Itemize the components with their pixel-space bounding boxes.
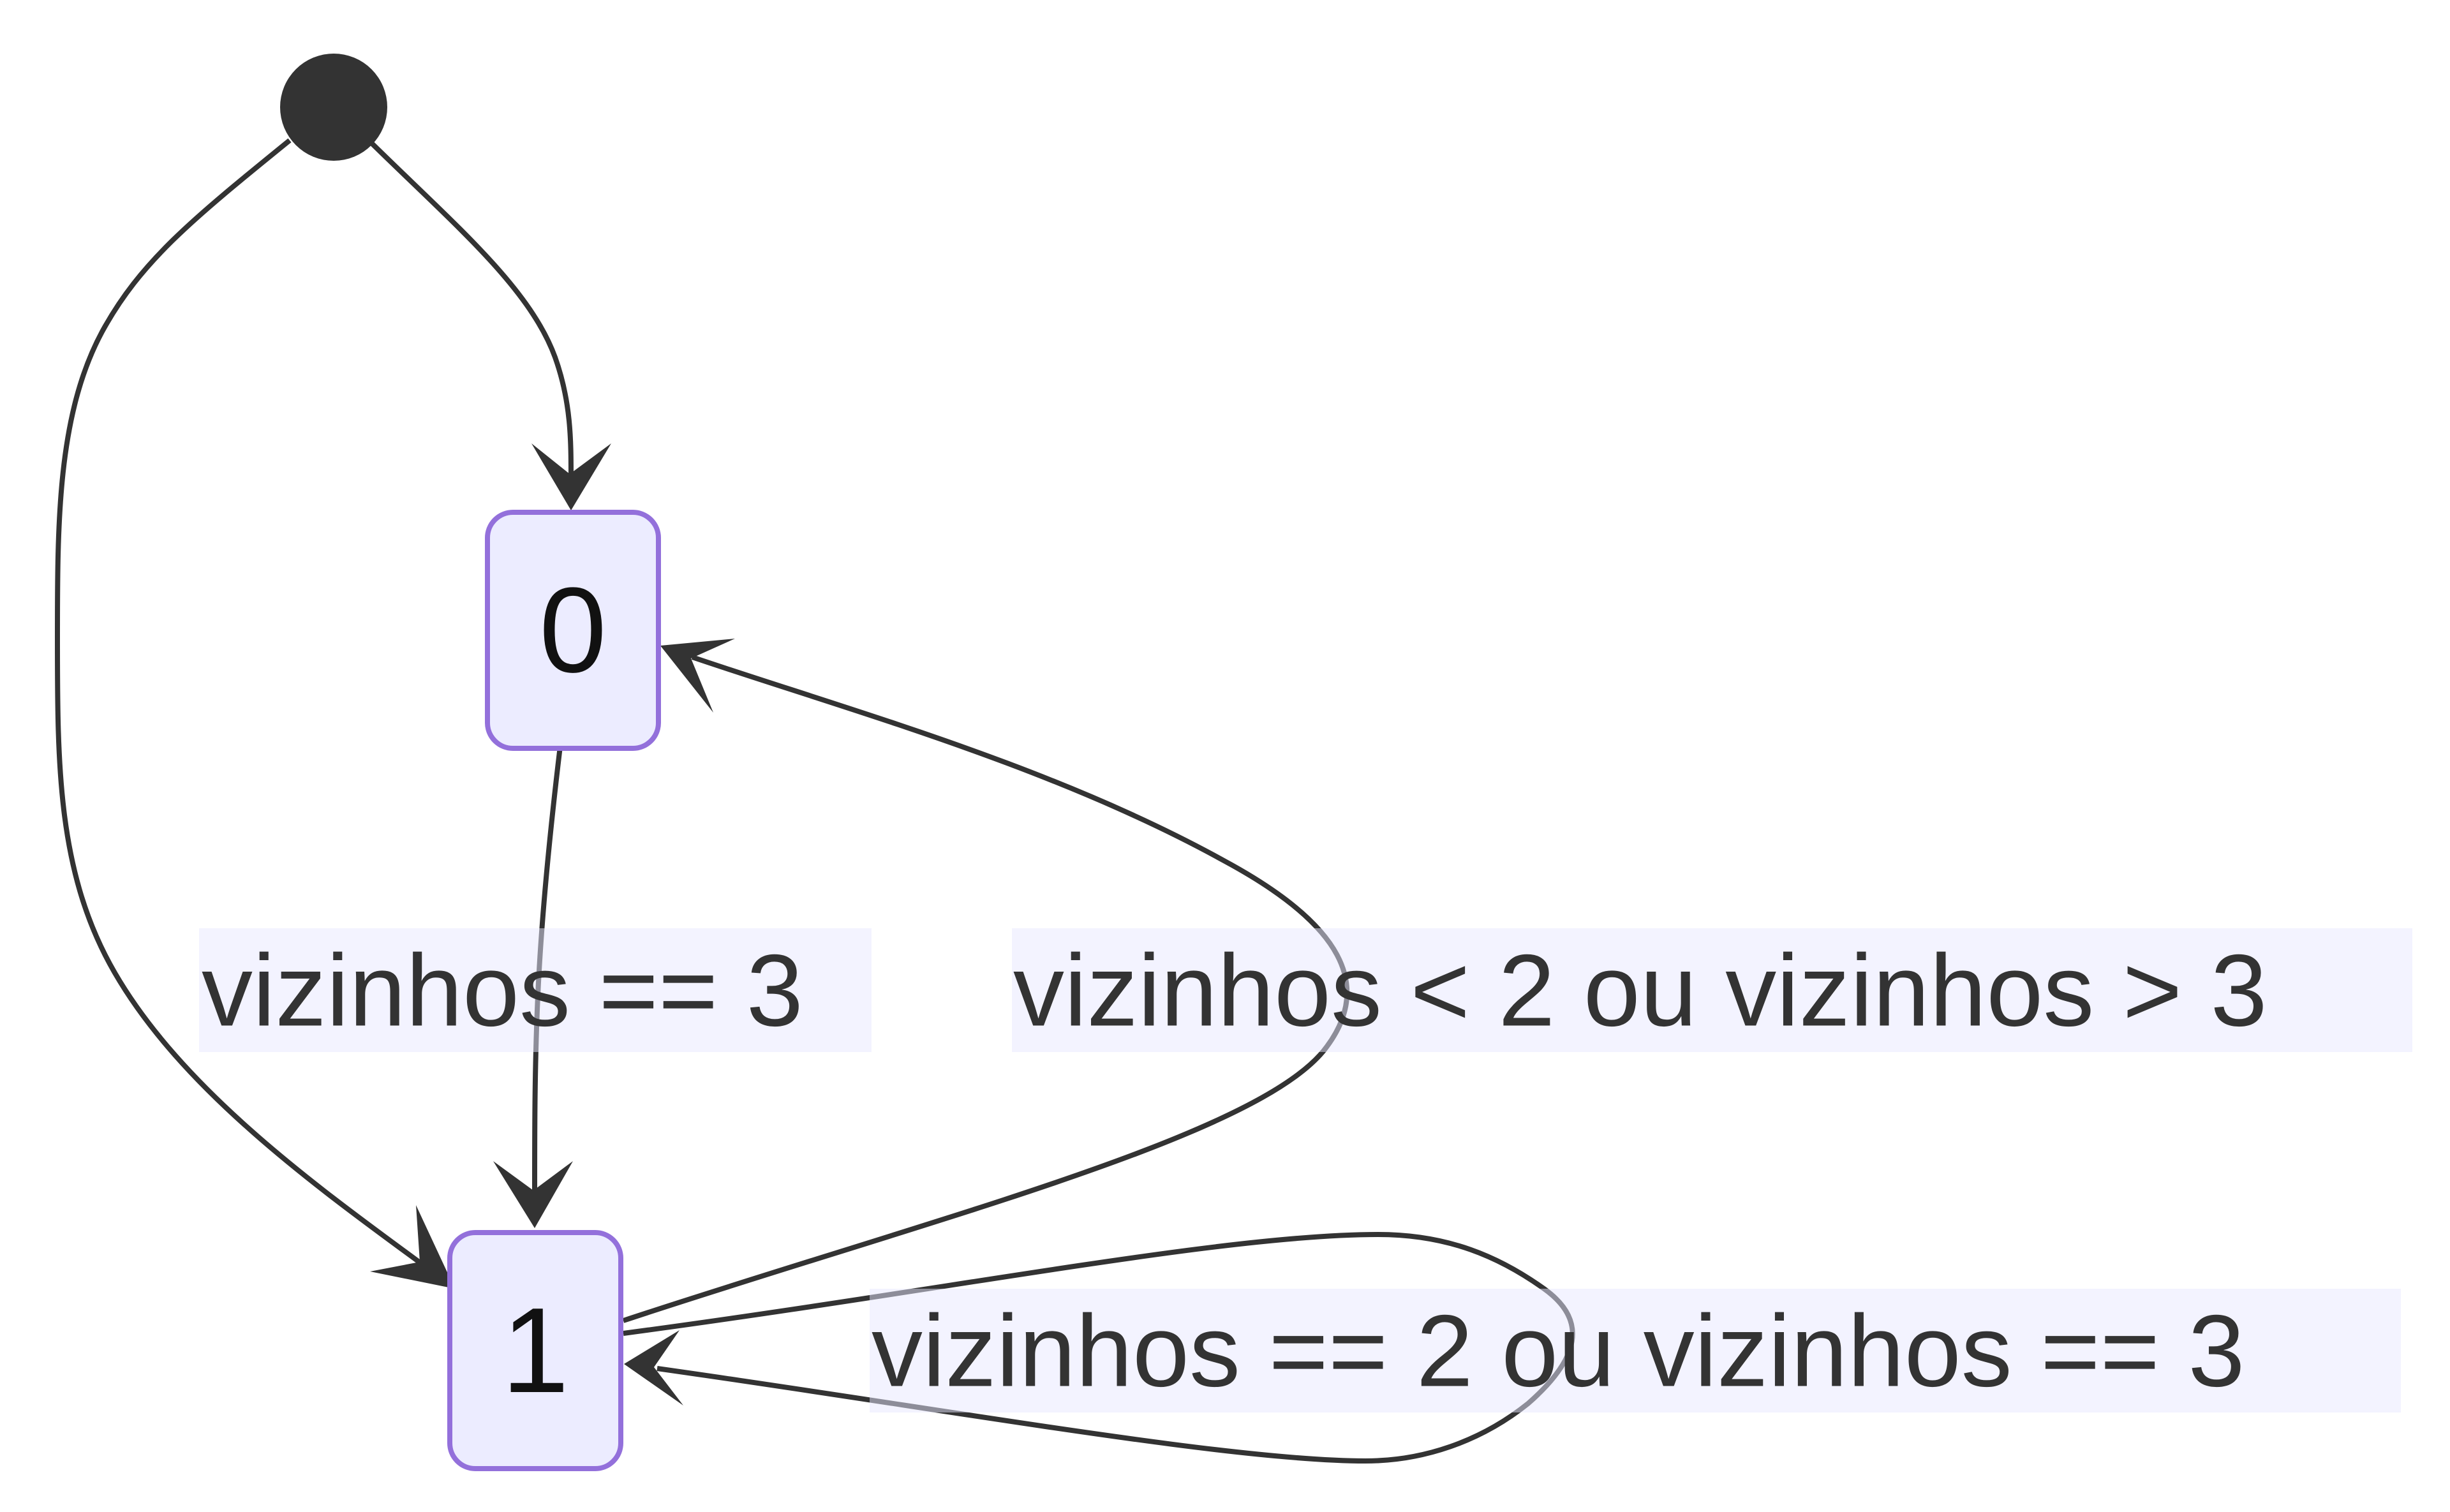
state-label-1: 1 (501, 1283, 569, 1418)
arrowhead-1-to-0 (660, 639, 735, 713)
state-label-0: 0 (539, 563, 607, 698)
edge-label-bg-1-to-1 (870, 1289, 2401, 1412)
state-node-0[interactable]: 0 (485, 510, 661, 751)
arrowhead-1-to-1 (624, 1330, 683, 1405)
edge-label-1-to-1: vizinhos == 2 ou vizinhos == 3 (870, 1289, 2401, 1412)
arrowhead-start-to-0 (531, 443, 611, 510)
edge-label-text-1-to-0: vizinhos < 2 ou vizinhos > 3 (1013, 933, 2268, 1048)
state-node-1[interactable]: 1 (447, 1230, 623, 1471)
edge-start-to-1 (54, 138, 436, 1275)
edge-label-bg-0-to-1 (199, 928, 872, 1052)
state-box-1 (447, 1230, 623, 1471)
start-state-dot (280, 54, 387, 161)
edge-label-bg-1-to-0 (1012, 928, 2412, 1052)
edge-start-to-0 (368, 139, 574, 479)
edge-label-text-0-to-1: vizinhos == 3 (202, 933, 803, 1048)
arrowhead-start-to-1 (370, 1205, 455, 1289)
arrowhead-0-to-1 (493, 1161, 573, 1228)
edge-label-0-to-1: vizinhos == 3 (199, 928, 872, 1052)
edge-label-1-to-0: vizinhos < 2 ou vizinhos > 3 (1012, 928, 2412, 1052)
state-box-0 (485, 510, 661, 751)
edge-label-text-1-to-1: vizinhos == 2 ou vizinhos == 3 (872, 1294, 2245, 1408)
